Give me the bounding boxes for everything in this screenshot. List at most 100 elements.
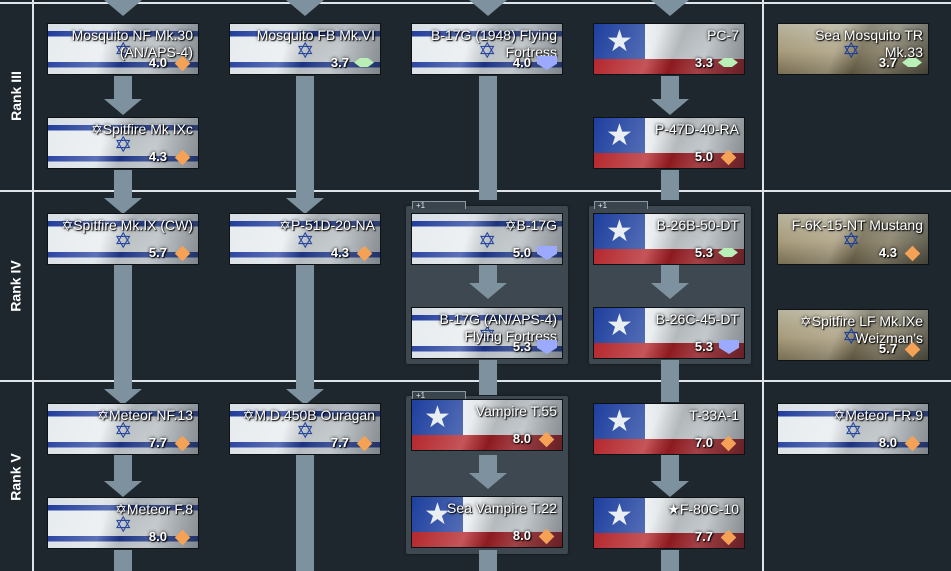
battle-rating: 5.3 [694,339,713,354]
card-shade [230,214,380,264]
chile-flag-background [594,24,744,74]
battle-rating: 5.3 [694,245,713,260]
vehicle-card[interactable]: ✡✡Spitfire Mk.IX (CW)5.7 [47,213,199,265]
vehicle-name: ★F-80C-10 [667,501,739,517]
fighter-role-icon [718,248,738,257]
israel-flag-background [230,404,380,454]
vehicle-card[interactable]: ★P-47D-40-RA5.0 [593,117,745,169]
arrow-col4-top [651,0,689,16]
chile-star-icon: ★ [606,217,633,247]
card-shade [412,214,562,264]
israel-flag-background [230,214,380,264]
connector-group-b17g [479,265,497,283]
group-tab-vampire[interactable]: +1 [412,391,466,400]
bomber-role-icon [537,56,557,70]
vehicle-card[interactable]: ✡✡Meteor FR.98.0 [777,403,929,455]
bomber-role-icon [719,340,739,354]
vehicle-card[interactable]: ★B-26C-45-DT5.3 [593,307,745,359]
star-of-david-icon: ✡ [844,420,862,442]
grid-line-rank-iii-iv [0,190,951,192]
vehicle-card[interactable]: ✡Sea Mosquito TR Mk.333.7 [777,23,929,75]
battle-rating: 3.7 [878,55,897,70]
vehicle-card[interactable]: ✡✡Meteor F.88.0 [47,497,199,549]
vehicle-card[interactable]: ★B-26B-50-DT5.3 [593,213,745,265]
vehicle-name: F-6K-15-NT Mustang [791,217,923,233]
vehicle-name: Mosquito NF Mk.30 (AN/APS-4) [71,27,193,60]
uk-flag-background [778,24,928,74]
group-tab-b26[interactable]: +1 [594,201,648,210]
arrow-col3-top [469,0,507,16]
card-shade [412,24,562,74]
card-shade [594,308,744,358]
arrow-col2-b [286,389,324,405]
vehicle-card[interactable]: ✡Mosquito NF Mk.30 (AN/APS-4)4.0 [47,23,199,75]
vehicle-card[interactable]: ★Sea Vampire T.22 8.0 [411,496,563,548]
connector-col2-a [296,76,314,200]
arrow-col2-a [286,198,324,214]
card-shade [412,497,562,547]
connector-col4-c [661,360,679,402]
star-of-david-icon: ✡ [114,40,132,62]
israel-flag-background [412,308,562,358]
vehicle-card[interactable]: ★Vampire T.558.0 [411,399,563,451]
grid-line-rank-iv-v [0,380,951,382]
vehicle-card[interactable]: ✡✡Meteor NF.13 7.7 [47,403,199,455]
arrow-group-vampire [469,473,507,489]
battle-rating: 7.7 [330,435,349,450]
israel-flag-background [48,214,198,264]
battle-rating: 4.0 [512,55,531,70]
battle-rating: 7.7 [148,435,167,450]
battle-rating: 4.3 [878,245,897,260]
connector-col1-b [114,170,132,200]
battle-rating: 5.0 [512,245,531,260]
vehicle-name: PC-7 [707,27,739,43]
group-tab-b17g[interactable]: +1 [412,201,466,210]
arrow-col1-b [104,198,142,214]
vehicle-name: Mosquito FB Mk.VI [256,27,375,43]
star-of-david-icon: ✡ [478,40,496,62]
connector-col4-e [661,550,679,571]
vehicle-name: ✡Meteor F.8 [115,501,193,517]
arrow-col4-a [651,99,689,115]
vehicle-card[interactable]: ✡Mosquito FB Mk.VI3.7 [229,23,381,75]
chile-flag-background [594,214,744,264]
card-shade [230,24,380,74]
battle-rating: 4.0 [148,55,167,70]
connector-col4-a [661,76,679,102]
israel-flag-background [778,404,928,454]
vehicle-name: B-17G (AN/APS-4) Flying Fortress [439,311,557,344]
battle-rating: 8.0 [512,528,531,543]
vehicle-card[interactable]: ★PC-73.3 [593,23,745,75]
connector-col4-b [661,170,679,200]
bomber-role-icon [537,246,557,260]
israel-flag-background [412,214,562,264]
connector-group-vampire [479,455,497,473]
star-of-david-icon: ✡ [114,134,132,156]
vehicle-card[interactable]: ★T-33A-17.0 [593,403,745,455]
vehicle-name: ✡Spitfire LF Mk.IXe Weizman's [800,313,923,346]
vehicle-card[interactable]: ★★F-80C-107.7 [593,497,745,549]
card-shade [594,214,744,264]
vehicle-name: ✡Meteor NF.13 [97,407,193,423]
arrow-group-b26 [651,283,689,299]
chile-star-icon: ★ [424,500,451,530]
star-of-david-icon: ✡ [296,230,314,252]
connector-col1-a [114,76,132,102]
star-of-david-icon: ✡ [114,420,132,442]
fighter-role-icon [902,58,922,67]
card-shade [48,498,198,548]
connector-col3-a [479,76,497,200]
israel-flag-background [48,24,198,74]
rank-label-iv: Rank IV [8,260,25,312]
vehicle-card[interactable]: ✡✡P-51D-20-NA4.3 [229,213,381,265]
vehicle-card[interactable]: ✡✡Spitfire LF Mk.IXe Weizman's5.7 [777,309,929,361]
vehicle-name: Sea Vampire T.22 [447,500,557,516]
chile-star-icon: ★ [606,27,633,57]
israel-flag-background [48,118,198,168]
